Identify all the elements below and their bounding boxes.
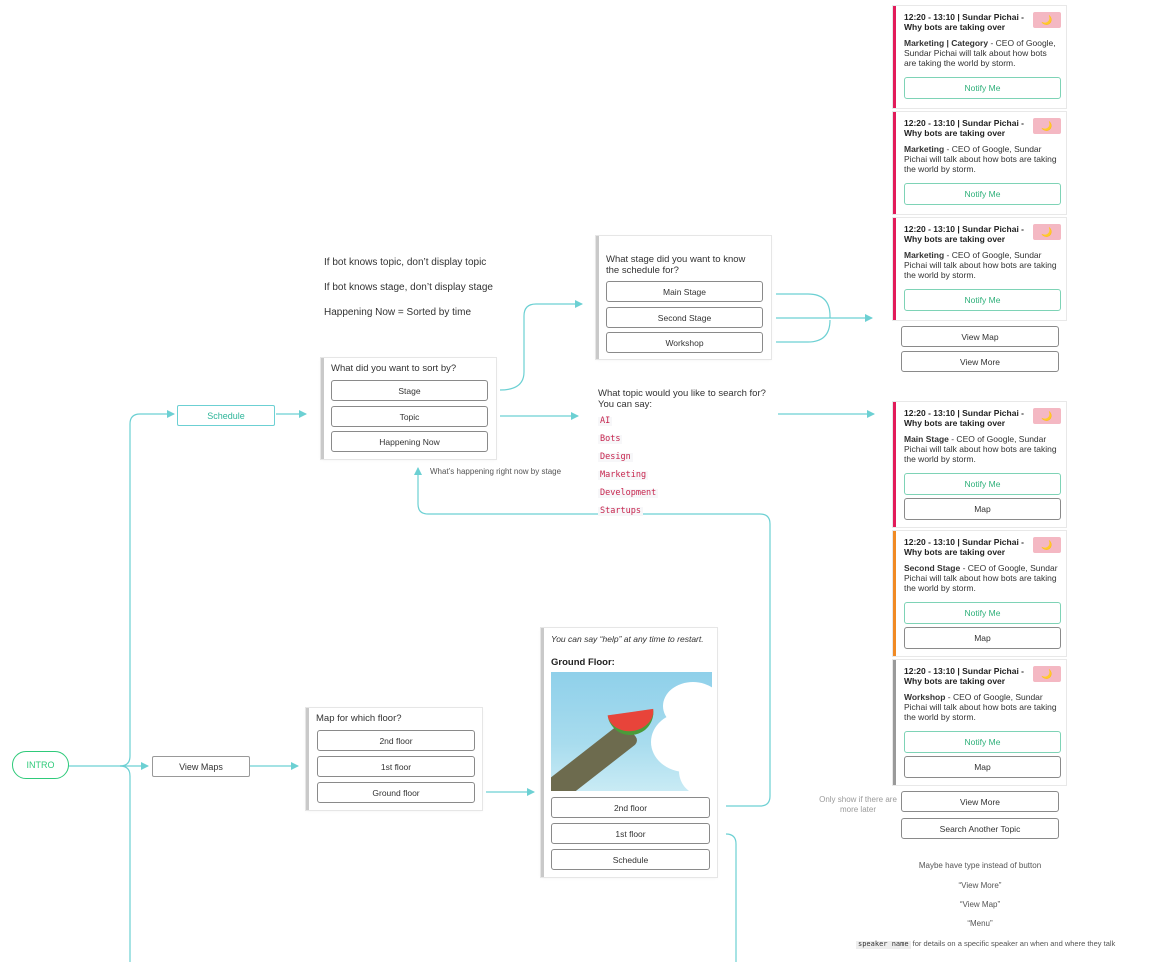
footer-note-5-text: for details on a specific speaker an whe…: [910, 939, 1116, 948]
note-topic-rule: If bot knows topic, don’t display topic: [324, 257, 487, 268]
stage-select-card: What stage did you want to know the sche…: [596, 236, 771, 359]
stage-result-card: 12:20 - 13:10 | Sundar Pichai - Why bots…: [893, 531, 1066, 656]
result-desc: Marketing - CEO of Google, Sundar Pichai…: [904, 250, 1059, 281]
result-tag: Second Stage: [904, 563, 961, 573]
stage-question: What stage did you want to know the sche…: [606, 254, 746, 277]
footer-note-2: “View More”: [958, 881, 1002, 890]
result-time: 12:20 - 13:10 | Sundar Pichai - Why bots…: [904, 224, 1025, 245]
moon-icon[interactable]: 🌙: [1033, 537, 1061, 553]
result-card: 12:20 - 13:10 | Sundar Pichai - Why bots…: [893, 6, 1066, 108]
moon-icon[interactable]: 🌙: [1033, 666, 1061, 682]
result-desc-text: - CEO of Google, Sundar Pichai will talk…: [904, 563, 1058, 594]
floor-option-1st[interactable]: 1st floor: [317, 756, 475, 777]
notify-me-button[interactable]: Notify Me: [904, 602, 1061, 624]
result-time: 12:20 - 13:10 | Sundar Pichai - Why bots…: [904, 118, 1025, 139]
result-desc: Marketing | Category - CEO of Google, Su…: [904, 38, 1059, 69]
sort-option-stage[interactable]: Stage: [331, 380, 488, 401]
moon-icon[interactable]: 🌙: [1033, 224, 1061, 240]
speaker-name-code: speaker name: [856, 940, 911, 949]
stage-result-card: 12:20 - 13:10 | Sundar Pichai - Why bots…: [893, 402, 1066, 527]
footer-note-3: “View Map”: [959, 900, 1001, 909]
notify-me-button[interactable]: Notify Me: [904, 473, 1061, 495]
notify-me-button[interactable]: Notify Me: [904, 77, 1061, 99]
note-happening-rule: Happening Now = Sorted by time: [324, 307, 472, 318]
view-more-button[interactable]: View More: [901, 351, 1059, 372]
search-another-topic-button[interactable]: Search Another Topic: [901, 818, 1059, 839]
floor-option-ground[interactable]: Ground floor: [317, 782, 475, 803]
intro-node[interactable]: INTRO: [12, 751, 69, 779]
notify-me-button[interactable]: Notify Me: [904, 183, 1061, 205]
footer-note-4: “Menu”: [967, 919, 993, 928]
sort-by-card: What did you want to sort by? Stage Topi…: [321, 358, 496, 459]
view-maps-node-label: View Maps: [179, 761, 223, 772]
map-option-2nd[interactable]: 2nd floor: [551, 797, 710, 818]
floor-map-image: [551, 672, 712, 791]
map-card: You can say “help” at any time to restar…: [541, 628, 717, 877]
intro-label: INTRO: [26, 760, 55, 770]
footer-note-5: speaker name for details on a specific s…: [856, 939, 1156, 949]
floor-question: Map for which floor?: [316, 713, 402, 724]
schedule-node-label: Schedule: [207, 410, 245, 421]
moon-icon[interactable]: 🌙: [1033, 118, 1061, 134]
sort-option-happening-now[interactable]: Happening Now: [331, 431, 488, 452]
result-time: 12:20 - 13:10 | Sundar Pichai - Why bots…: [904, 666, 1025, 687]
sort-by-question: What did you want to sort by?: [331, 363, 457, 374]
result-desc: Main Stage - CEO of Google, Sundar Picha…: [904, 434, 1059, 465]
happening-now-annotation: What’s happening right now by stage: [430, 467, 562, 476]
view-more-note: Only show if there are more later: [819, 795, 897, 814]
result-tag: Main Stage: [904, 434, 949, 444]
topic-design: Design: [598, 452, 633, 463]
schedule-node[interactable]: Schedule: [177, 405, 275, 426]
result-desc-text: - CEO of Google, Sundar Pichai will talk…: [904, 250, 1057, 281]
result-tag: Marketing: [904, 144, 945, 154]
result-time: 12:20 - 13:10 | Sundar Pichai - Why bots…: [904, 537, 1025, 558]
stage-option-workshop[interactable]: Workshop: [606, 332, 763, 353]
moon-icon[interactable]: 🌙: [1033, 12, 1061, 28]
note-stage-rule: If bot knows stage, don’t display stage: [324, 282, 493, 293]
map-button[interactable]: Map: [904, 627, 1061, 649]
notify-me-button[interactable]: Notify Me: [904, 289, 1061, 311]
result-desc-text: - CEO of Google, Sundar Pichai will talk…: [904, 38, 1056, 69]
map-option-schedule[interactable]: Schedule: [551, 849, 710, 870]
result-tag: Workshop: [904, 692, 946, 702]
view-maps-node[interactable]: View Maps: [152, 756, 250, 777]
topic-startups: Startups: [598, 506, 643, 517]
map-button[interactable]: Map: [904, 756, 1061, 778]
footer-note-1: Maybe have type instead of button: [918, 861, 1042, 870]
topic-bots: Bots: [598, 434, 623, 445]
topic-question: What topic would you like to search for?: [598, 388, 766, 399]
topic-ai: AI: [598, 416, 613, 427]
stage-result-card: 12:20 - 13:10 | Sundar Pichai - Why bots…: [893, 660, 1066, 785]
stage-option-main[interactable]: Main Stage: [606, 281, 763, 302]
result-desc-text: - CEO of Google, Sundar Pichai will talk…: [904, 434, 1057, 465]
topic-hint: You can say:: [598, 399, 653, 410]
result-tag: Marketing | Category: [904, 38, 989, 48]
view-more-button[interactable]: View More: [901, 791, 1059, 812]
map-button[interactable]: Map: [904, 498, 1061, 520]
result-desc: Workshop - CEO of Google, Sundar Pichai …: [904, 692, 1059, 723]
moon-icon[interactable]: 🌙: [1033, 408, 1061, 424]
map-floor-title: Ground Floor:: [551, 657, 615, 668]
result-card: 12:20 - 13:10 | Sundar Pichai - Why bots…: [893, 218, 1066, 320]
result-desc: Marketing - CEO of Google, Sundar Pichai…: [904, 144, 1059, 175]
result-card: 12:20 - 13:10 | Sundar Pichai - Why bots…: [893, 112, 1066, 214]
floor-select-card: Map for which floor? 2nd floor 1st floor…: [306, 708, 482, 810]
result-tag: Marketing: [904, 250, 945, 260]
result-desc-text: - CEO of Google, Sundar Pichai will talk…: [904, 144, 1057, 175]
stage-option-second[interactable]: Second Stage: [606, 307, 763, 328]
result-time: 12:20 - 13:10 | Sundar Pichai - Why bots…: [904, 408, 1025, 429]
notify-me-button[interactable]: Notify Me: [904, 731, 1061, 753]
topic-development: Development: [598, 488, 659, 499]
topic-prompt: What topic would you like to search for?…: [598, 388, 778, 518]
floor-option-2nd[interactable]: 2nd floor: [317, 730, 475, 751]
result-time: 12:20 - 13:10 | Sundar Pichai - Why bots…: [904, 12, 1025, 33]
map-help-text: You can say “help” at any time to restar…: [551, 634, 704, 644]
view-map-button[interactable]: View Map: [901, 326, 1059, 347]
sort-option-topic[interactable]: Topic: [331, 406, 488, 427]
map-option-1st[interactable]: 1st floor: [551, 823, 710, 844]
result-desc-text: - CEO of Google, Sundar Pichai will talk…: [904, 692, 1057, 723]
topic-marketing: Marketing: [598, 470, 649, 481]
result-desc: Second Stage - CEO of Google, Sundar Pic…: [904, 563, 1059, 594]
